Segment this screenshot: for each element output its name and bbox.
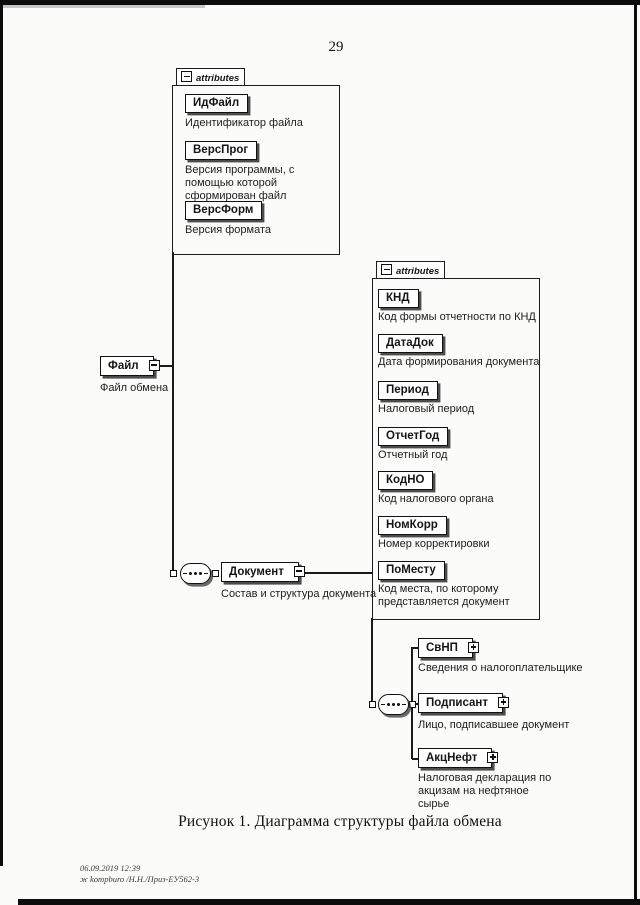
scan-edge-bottom [18,899,640,905]
element-box-aktsneft: АкцНефт [418,748,499,768]
element-label-file: Файл [108,360,139,372]
sequence-icon [180,563,211,584]
element-desc-podpisant: Лицо, подписавшее документ [418,719,570,731]
connector-line [295,572,372,574]
attribute-box-datadok: ДатаДок [378,334,443,353]
attribute-desc-idfile: Идентификатор файла [185,117,303,129]
scan-smudge [0,5,205,8]
file-attributes-header: attributes [176,68,246,86]
sequence-icon [378,694,409,715]
connector-node [409,701,416,708]
connector-line [412,758,419,760]
attribute-box-otchetgod: ОтчетГод [378,427,449,446]
collapse-icon [381,264,392,275]
attribute-desc-pomestu: Код места, по которому представляется до… [378,583,510,608]
element-desc-document: Состав и структура документа [221,588,377,600]
attribute-box-idfile: ИдФайл [185,94,249,113]
attribute-desc-versprog: Версия программы, с помощью которой сфор… [185,164,295,202]
attributes-label: attributes [196,73,240,84]
element-label-document: Документ [229,566,284,578]
element-desc-svnp: Сведения о налогоплательщике [418,662,583,674]
attribute-desc-period: Налоговый период [378,403,475,415]
attribute-desc-versform: Версия формата [185,224,271,236]
element-label-aktsneft: АкцНефт [426,752,478,764]
element-desc-aktsneft: Налоговая декларация по акцизам на нефтя… [418,772,552,810]
expand-icon [497,696,509,708]
collapse-icon [293,565,305,577]
scan-edge-right [634,0,637,905]
scan-edge-left [0,0,3,866]
connector-line [415,703,420,705]
page-number: 29 [328,39,344,55]
element-box-podpisant: Подписант [418,693,509,713]
attribute-desc-otchetgod: Отчетный год [378,449,448,461]
connector-node [170,570,177,577]
scan-edge-top [0,0,640,5]
element-box-document: Документ [221,562,305,582]
attribute-box-versform: ВерсФорм [185,201,263,220]
attribute-desc-datadok: Дата формирования документа [378,356,540,368]
element-box-file: Файл [100,356,160,376]
attribute-desc-kodno: Код налогового органа [378,493,494,505]
element-desc-file: Файл обмена [100,382,169,394]
collapse-icon [181,71,192,82]
document-attributes-header: attributes [376,261,446,279]
footer-timestamp: 06.09.2019 12:39 [80,863,141,873]
element-box-svnp: СвНП [418,638,479,658]
element-label-podpisant: Подписант [426,697,488,709]
connector-line [152,365,173,367]
file-attributes-container [172,85,340,255]
connector-node [369,701,376,708]
attribute-box-knd: КНД [378,289,419,308]
figure-caption: Рисунок 1. Диаграмма структуры файла обм… [178,813,502,830]
connector-line [172,252,174,574]
expand-icon [467,641,479,653]
attribute-box-period: Период [378,381,438,400]
footer-reference: ж kompburo /Н.Н./Приз-ЕУ562-3 [80,874,200,884]
element-label-svnp: СвНП [426,642,458,654]
attributes-label: attributes [396,266,440,277]
attribute-desc-nomkorr: Номер корректировки [378,538,490,550]
collapse-icon [148,359,160,371]
attribute-box-pomestu: ПоМесту [378,561,445,580]
attribute-box-kodno: КодНО [378,471,434,490]
attribute-desc-knd: Код формы отчетности по КНД [378,311,536,323]
attribute-box-versprog: ВерсПрог [185,141,258,160]
document-attributes-container [372,278,540,620]
connector-node [212,570,219,577]
expand-icon [487,751,499,763]
connector-line [412,647,419,649]
connector-line [371,618,373,705]
attribute-box-nomkorr: НомКорр [378,516,447,535]
